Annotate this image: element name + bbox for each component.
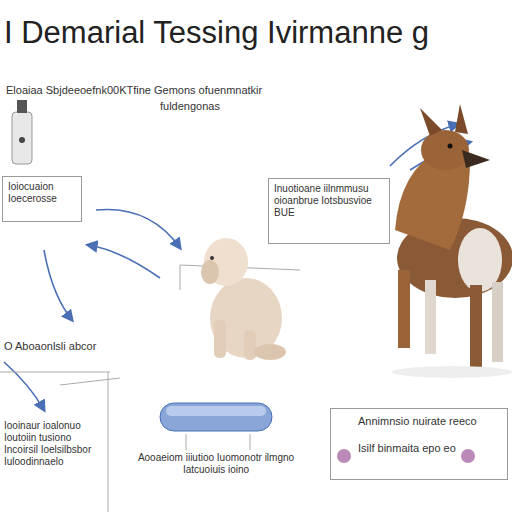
label: Iooinaur ioalonuo Ioutoiin tusiono Incoi… (4, 420, 104, 468)
arrow (88, 245, 160, 278)
bottle-dot (19, 137, 25, 143)
poodle-figure (201, 238, 286, 360)
label: Eloaiaa Sbjdeeoefnk00KTfine Gemons ofuen… (6, 84, 476, 97)
text-box: Inuotioane iilnmmusu oioanbrue Iotsbusvi… (268, 178, 390, 244)
leader-lines (0, 265, 300, 512)
label: fuldengonas (160, 100, 360, 113)
arrow (44, 250, 72, 320)
bottle-cap (17, 100, 27, 113)
dot-marker (461, 449, 475, 463)
label: Aooaeiom iiiutioo Iuomonotr ilmgno Iatcu… (128, 452, 304, 476)
dog-figure (392, 104, 512, 378)
dot-marker (337, 449, 351, 463)
title: I Demarial Tessing Ivirmanne g (4, 14, 429, 51)
box-text: Inuotioane iilnmmusu oioanbrue Iotsbusvi… (274, 183, 384, 219)
arrow (4, 362, 44, 410)
label: O Aboaonlsli abcor (4, 340, 154, 353)
bottle-icon (12, 112, 32, 164)
text-box: Annimnsio nuirate reecoIsilf binmaita ep… (330, 408, 508, 480)
box-text: Ioiocuaion Ioecerosse (8, 181, 76, 205)
oval-shape (160, 403, 272, 431)
box-text: Isilf binmaita epo eo (336, 442, 502, 455)
box-text: Annimnsio nuirate reeco (336, 415, 502, 428)
arrow (96, 209, 180, 248)
text-box: Ioiocuaion Ioecerosse (2, 176, 82, 222)
